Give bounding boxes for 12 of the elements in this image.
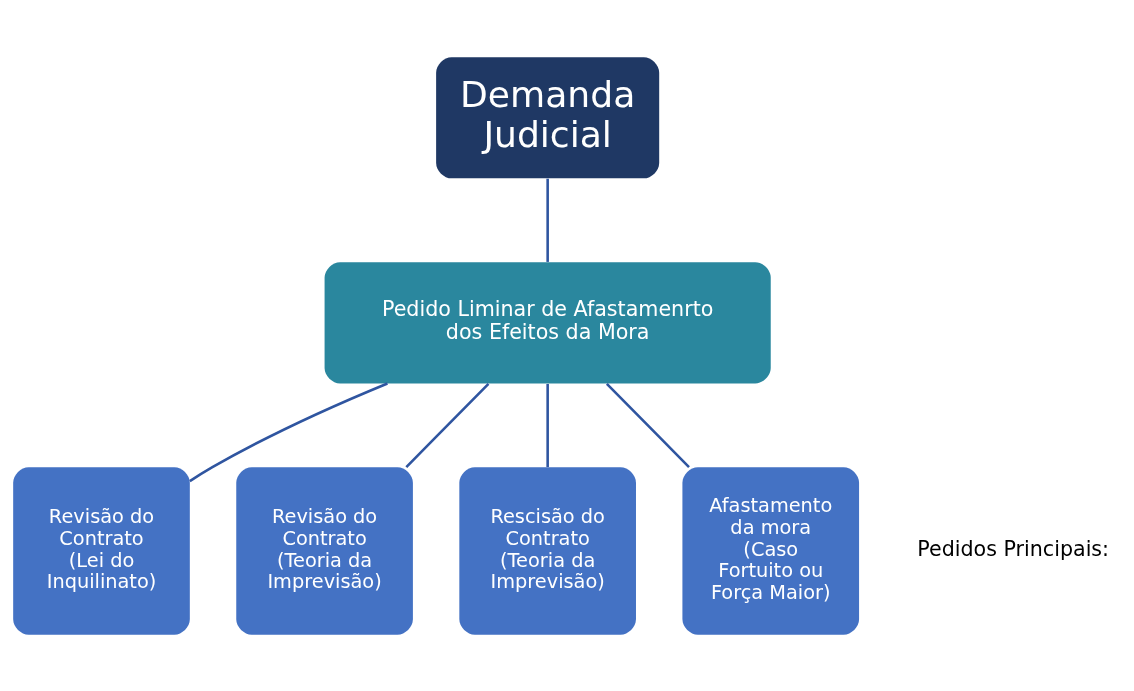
node-box: Afastamento da mora (Caso Fortuito ou Força Maior) bbox=[682, 466, 860, 635]
label: Pedidos Principais: bbox=[917, 536, 1110, 561]
connector bbox=[546, 178, 549, 262]
node-box: Rescisão do Contrato (Teoria da Imprevisão) bbox=[459, 466, 636, 635]
node-box: Revisão do Contrato (Lei do Inquilinato) bbox=[13, 466, 190, 635]
connector bbox=[546, 383, 549, 467]
connector bbox=[605, 382, 690, 468]
node-box: Demanda Judicial bbox=[436, 56, 660, 178]
connector bbox=[189, 381, 388, 482]
connector bbox=[405, 382, 490, 468]
node-box: Pedido Liminar de Afastamenrto dos Efeitos da Mora bbox=[324, 261, 771, 383]
node-box: Revisão do Contrato (Teoria da Imprevisão) bbox=[236, 466, 413, 635]
